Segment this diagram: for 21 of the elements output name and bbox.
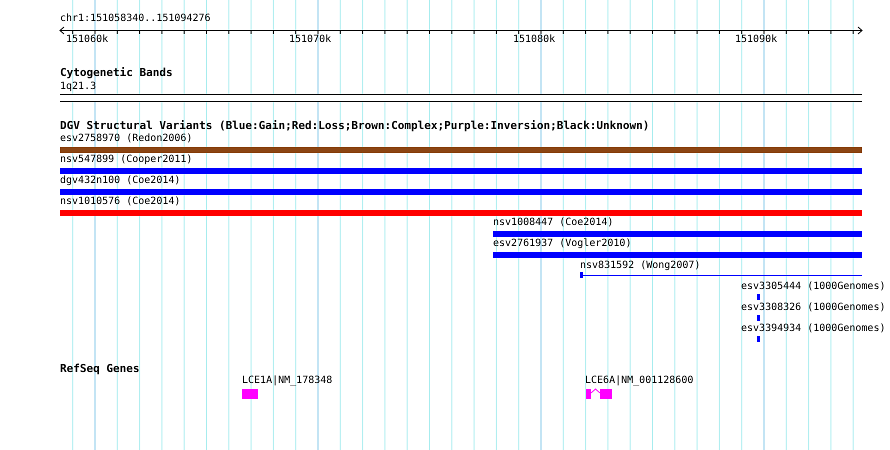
tick-label: 151060k [66,34,108,46]
tick-label: 151090k [735,34,778,46]
tick-label: 151070k [289,34,332,46]
tick-label: 151080k [513,34,556,46]
variant-label: nsv831592 (Wong2007) [580,260,700,272]
position-label: chr1:151058340..151094276 [60,13,211,25]
track-title: RefSeq Genes [60,363,140,375]
variant-label: nsv1010576 (Coe2014) [60,196,180,208]
variant-label: esv2761937 (Vogler2010) [493,238,632,250]
variant-label: esv3308326 (1000Genomes) [741,302,886,314]
band-label: 1q21.3 [60,81,96,93]
track-title: Cytogenetic Bands [60,67,173,79]
variant-label: esv2758970 (Redon2006) [60,133,192,145]
variant-label: nsv1008447 (Coe2014) [493,217,614,229]
gene-label: LCE1A|NM_178348 [242,375,332,387]
track-title: DGV Structural Variants (Blue:Gain;Red:Loss;Brown:Complex;Purple:Inversion;Black:Unknown) [60,120,650,132]
variant-label: esv3305444 (1000Genomes) [741,281,886,293]
variant-label: esv3394934 (1000Genomes) [741,323,886,335]
gene-label: LCE6A|NM_001128600 [585,375,694,387]
variant-label: dgv432n100 (Coe2014) [60,175,180,187]
variant-label: nsv547899 (Cooper2011) [60,154,192,166]
